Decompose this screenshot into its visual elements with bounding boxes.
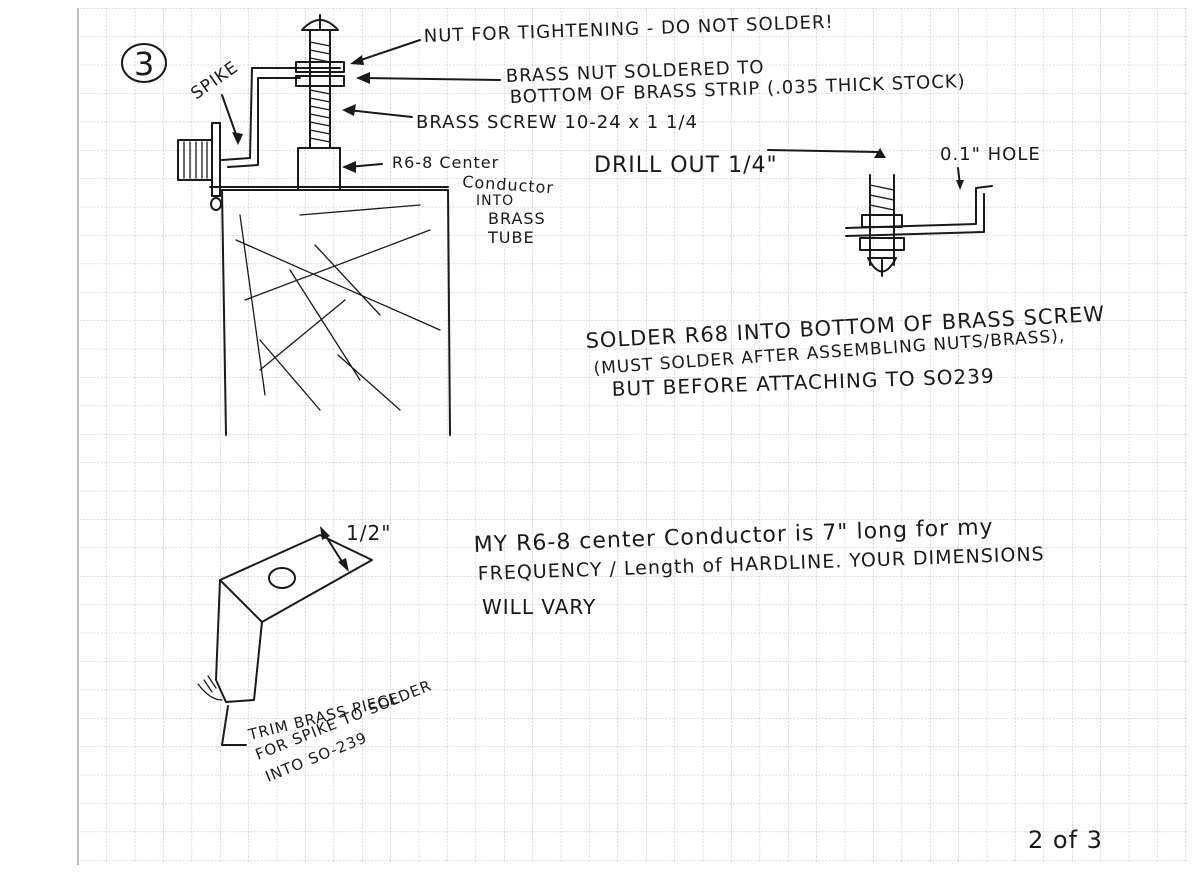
label-rg8-3: INTO — [476, 193, 514, 209]
label-half-inch: 1/2" — [346, 521, 391, 545]
label-hole: 0.1" HOLE — [940, 144, 1041, 165]
label-rg8-1: R6-8 Center — [392, 153, 499, 172]
step-number: 3 — [134, 45, 155, 83]
label-rg8-4: BRASS — [488, 209, 546, 228]
label-rg8-5: TUBE — [487, 228, 535, 247]
label-drill-out: DRILL OUT 1/4" — [594, 153, 778, 178]
step-badge: 3 — [121, 43, 167, 83]
page-indicator: 2 of 3 — [1028, 826, 1103, 854]
grid-area — [78, 8, 1188, 863]
detail-assembly-drawing — [845, 174, 993, 277]
note-line-3: WILL VARY — [482, 595, 596, 619]
label-brass-screw: BRASS SCREW 10-24 x 1 1/4 — [416, 112, 698, 133]
spike-bracket-drawing — [197, 526, 373, 746]
top-assembly-drawing — [177, 14, 501, 436]
